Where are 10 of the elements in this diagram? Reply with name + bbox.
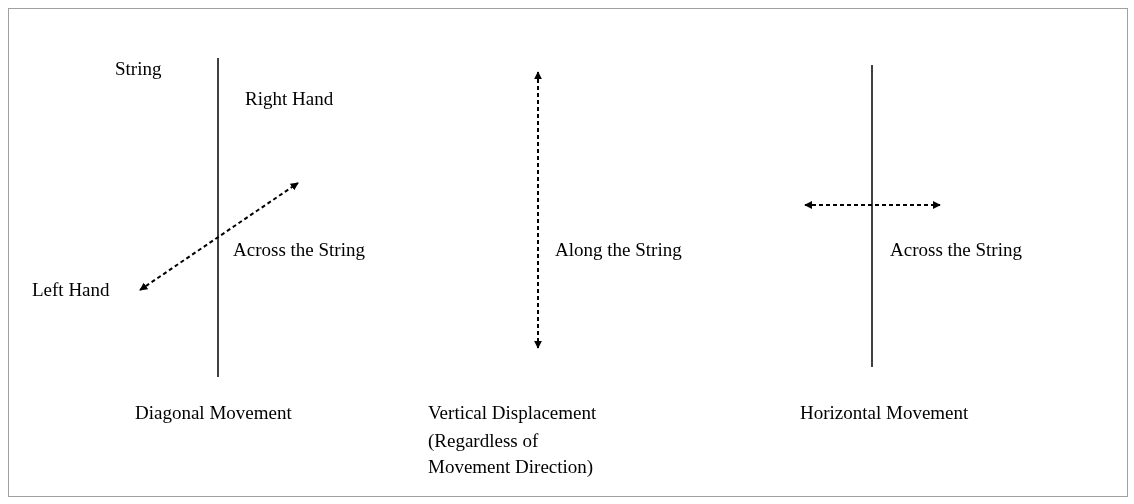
movement-label: Across the String	[890, 238, 1022, 262]
diagram-caption: Diagonal Movement	[135, 401, 292, 425]
movement-label: Across the String	[233, 238, 365, 262]
diagram-caption: Horizontal Movement	[800, 401, 969, 425]
diagram-caption: Vertical Displacement	[428, 401, 597, 425]
string-label: String	[115, 57, 162, 81]
hand-label: Right Hand	[245, 87, 334, 111]
hand-label: Left Hand	[32, 278, 110, 302]
movement-label: Along the String	[555, 238, 682, 262]
caption-note: (Regardless of Movement Direction)	[428, 429, 595, 479]
